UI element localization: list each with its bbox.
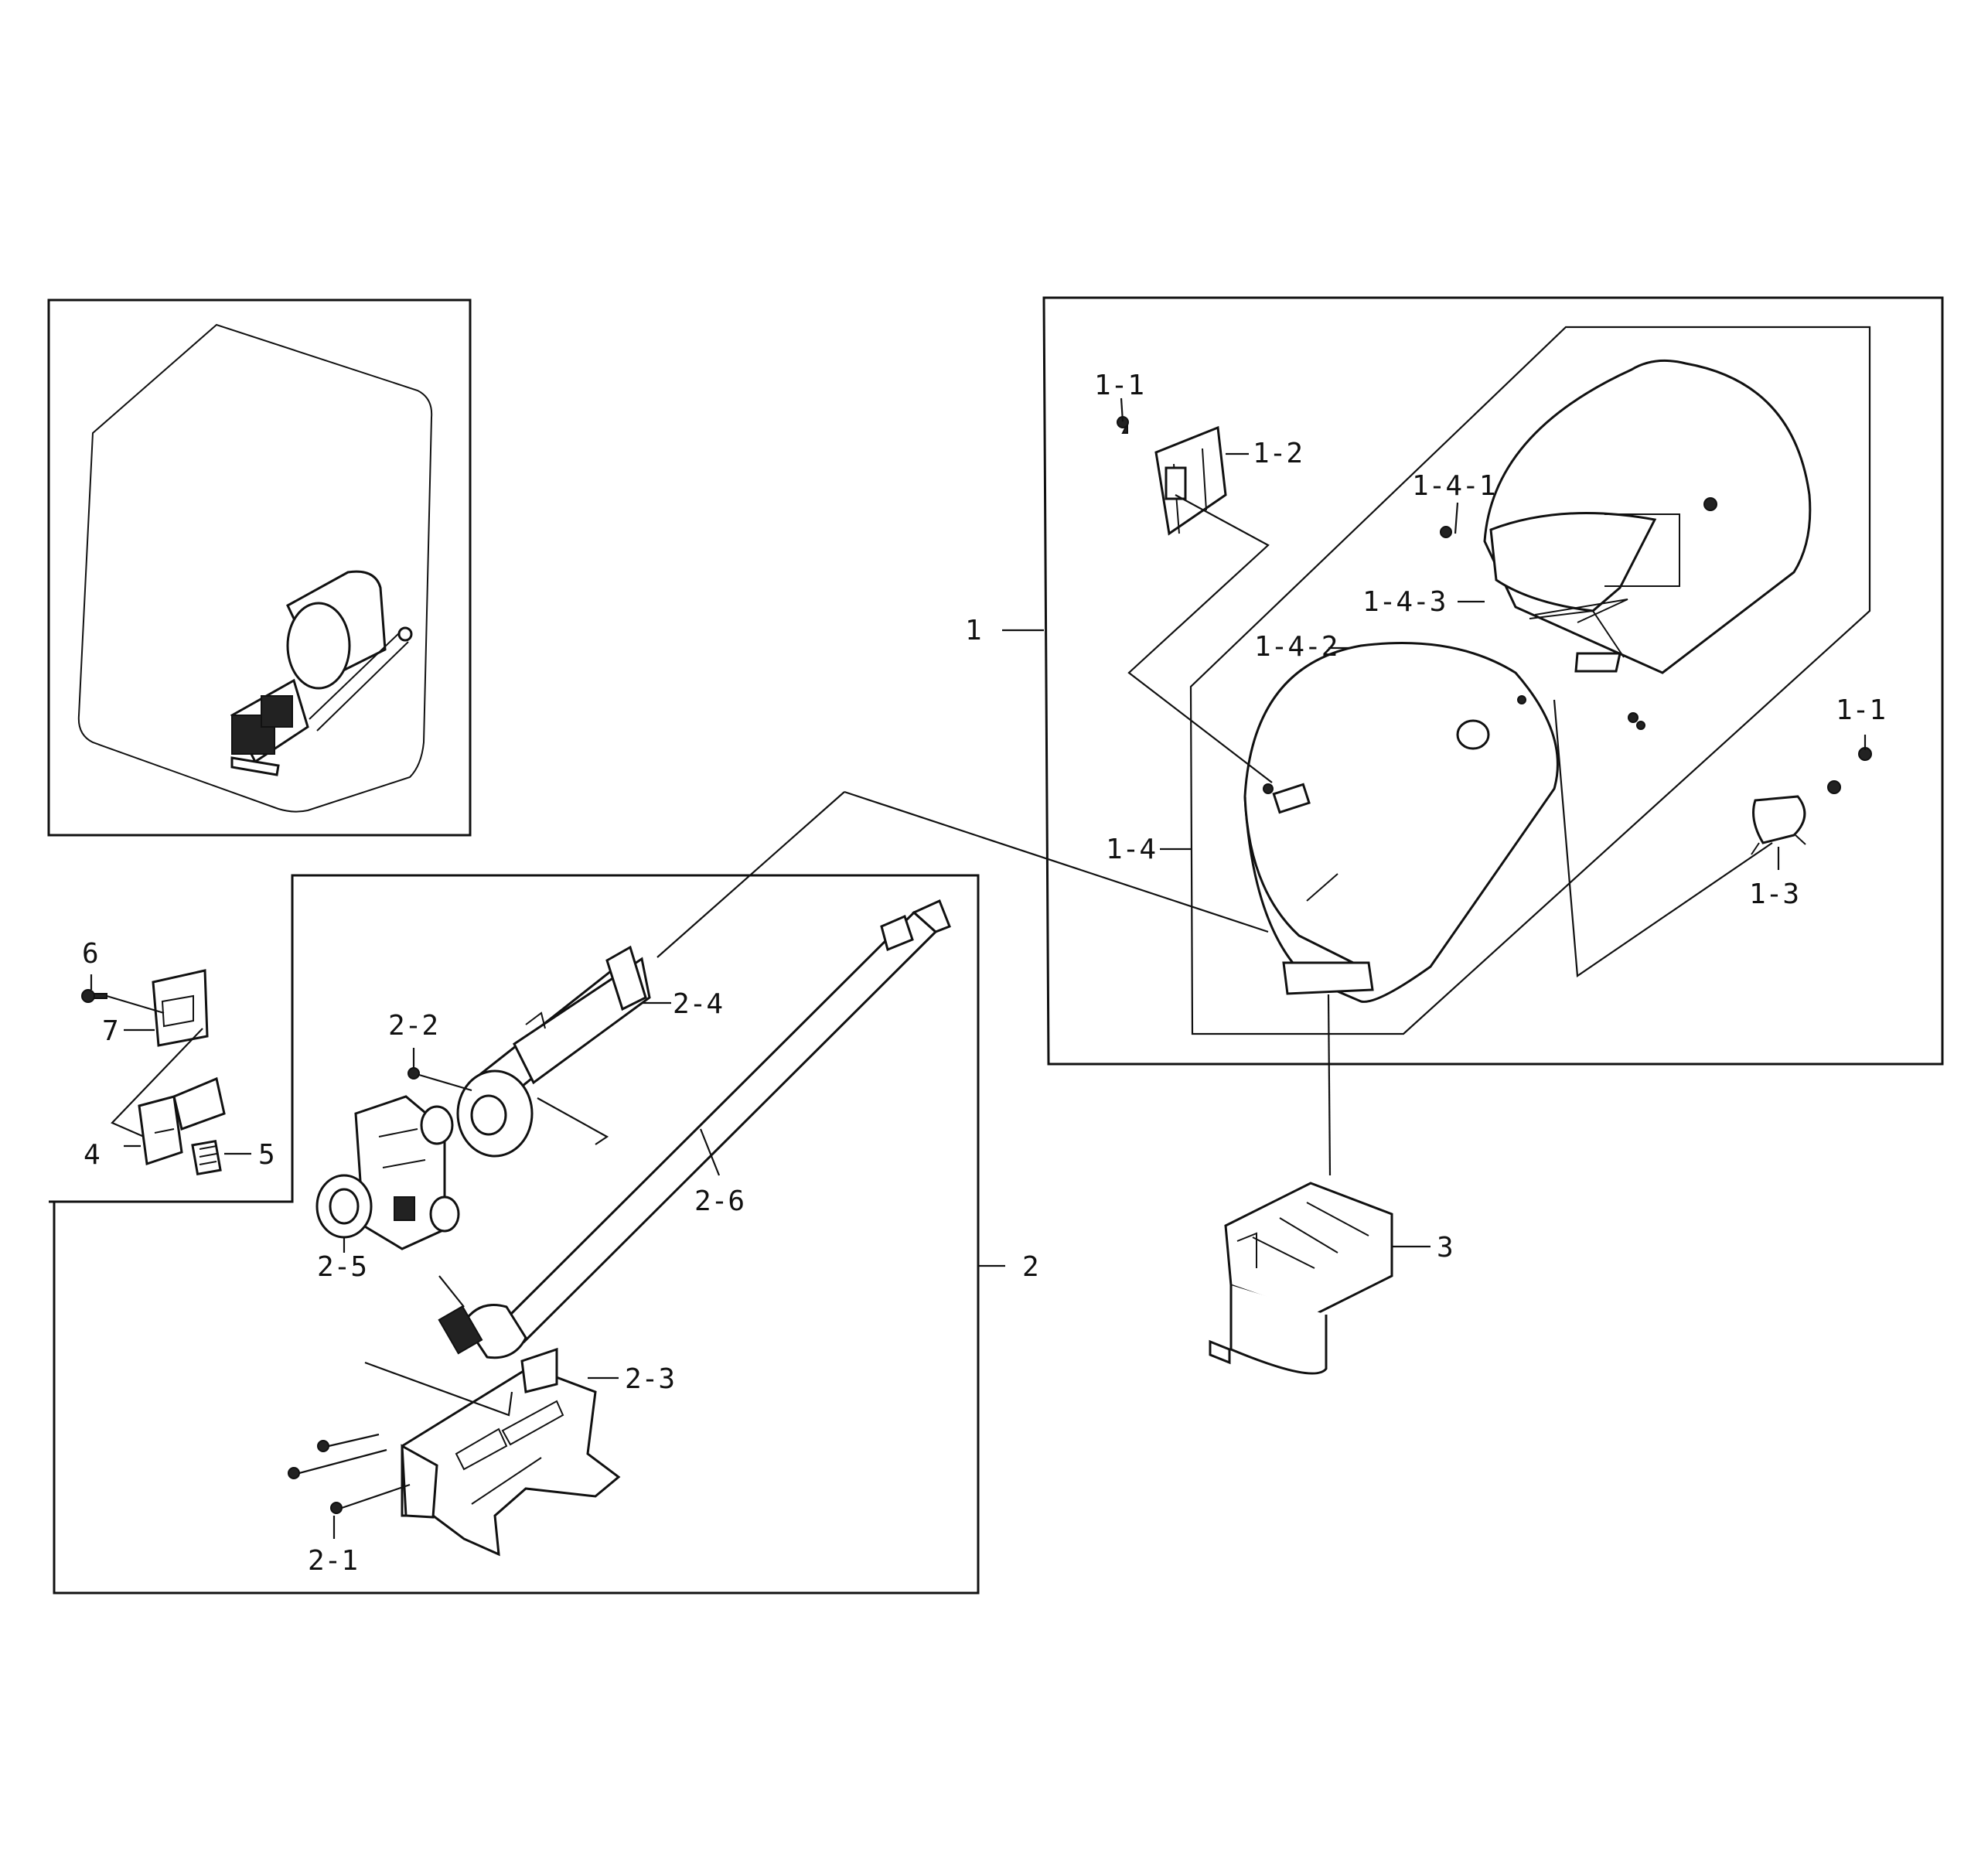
label-1-1b: 1-1	[1836, 694, 1886, 726]
label-2-6: 2-6	[694, 1185, 745, 1217]
label-2-1: 2-1	[308, 1545, 358, 1577]
label-2-3: 2-3	[625, 1363, 675, 1395]
leader-1-1a	[1120, 397, 1124, 422]
label-3: 3	[1437, 1232, 1454, 1264]
label-2-4: 2-4	[673, 988, 723, 1020]
group-1-frame	[1042, 296, 1944, 1066]
screws-group-1	[1117, 416, 1872, 794]
bracket-3: 3	[1209, 994, 1454, 1375]
group-2-frame	[53, 874, 980, 1595]
bracket-1-2	[1127, 425, 1273, 783]
igniter-tube-2-6	[438, 899, 951, 1359]
sensor-1-3	[1553, 699, 1806, 977]
label-1-1a: 1-1	[1094, 370, 1144, 401]
overview-burner-assembly	[230, 570, 413, 776]
overview-frame	[47, 298, 472, 837]
small-parts-4-7: 4 5 6 7	[49, 938, 292, 1203]
dryer-cabinet-outline	[77, 323, 433, 813]
label-1-4-3: 1-4-3	[1362, 586, 1446, 618]
label-4: 4	[84, 1139, 101, 1171]
combustion-chamber-1-4-2	[1243, 642, 1559, 1003]
link-2-4-to-1	[656, 791, 845, 958]
label-5: 5	[258, 1139, 275, 1171]
label-1-4-2: 1-4-2	[1254, 631, 1338, 663]
label-1: 1	[965, 615, 982, 646]
label-1-2: 1-2	[1253, 438, 1303, 469]
label-2-2: 2-2	[388, 1010, 438, 1042]
link-1-4-to-2	[844, 790, 1269, 933]
leader-3-link	[1327, 994, 1332, 1176]
flame-cone-1-4-3	[1483, 359, 1812, 674]
leader-2-6	[699, 1128, 721, 1176]
label-1-4: 1-4	[1106, 834, 1156, 865]
gasket-5	[191, 1139, 222, 1176]
screws-group-2	[288, 1067, 472, 1514]
label-1-4-1: 1-4-1	[1412, 470, 1495, 502]
label-2: 2	[1022, 1251, 1039, 1283]
label-7: 7	[102, 1015, 119, 1047]
label-2-5: 2-5	[317, 1251, 367, 1283]
group-1-burner-housing: 1 1-1 1-1 1-2 1-3 1-4 1-4-1 1-4-2 1-4-3	[965, 296, 1944, 1066]
label-6: 6	[82, 938, 99, 970]
leader-1-4-1	[1454, 502, 1459, 534]
gas-valve-2-5	[315, 1095, 465, 1308]
group-2-gas-valve-assembly: 2 2-1 2-2 2-3 2-4 2-5 2-6	[53, 790, 1269, 1595]
burner-tube-2-4	[456, 945, 651, 1158]
mounting-bracket-2-3	[364, 1347, 621, 1557]
label-1-3: 1-3	[1749, 878, 1799, 910]
overview-inset	[47, 298, 472, 837]
igniter-4	[138, 1076, 226, 1165]
subgroup-1-4-outline	[1189, 326, 1871, 1035]
